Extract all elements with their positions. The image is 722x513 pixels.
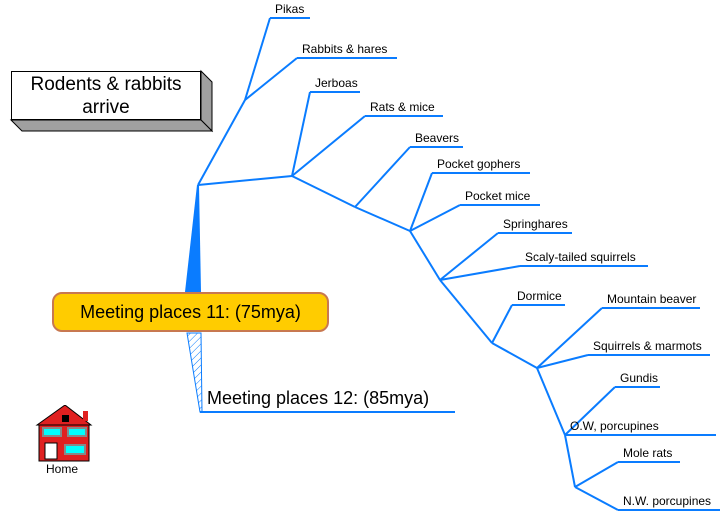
- home-label[interactable]: Home: [46, 462, 79, 476]
- branch-line: [409, 230, 441, 281]
- branch-label[interactable]: Pocket mice: [465, 189, 531, 203]
- branch-label[interactable]: Gundis: [620, 371, 659, 385]
- branch-label[interactable]: Dormice: [517, 289, 562, 303]
- branch-line: [291, 175, 356, 208]
- branch-label[interactable]: Beavers: [415, 131, 460, 145]
- branch-label[interactable]: Pocket gophers: [437, 157, 521, 171]
- branch-line: [574, 486, 619, 511]
- branch-label[interactable]: Jerboas: [315, 76, 358, 90]
- branch-label[interactable]: Mole rats: [623, 446, 673, 460]
- home-house-icon[interactable]: [35, 405, 95, 477]
- title-box[interactable]: Rodents & rabbits arrive: [11, 71, 201, 120]
- branch-line: [409, 204, 461, 232]
- branch-line: [536, 307, 603, 369]
- branch-line: [574, 461, 619, 488]
- branch-label[interactable]: N.W. porcupines: [623, 494, 712, 508]
- branch-line: [491, 342, 538, 369]
- branch-label[interactable]: Scaly-tailed squirrels: [525, 250, 636, 264]
- branch-label[interactable]: Mountain beaver: [607, 292, 697, 306]
- branch-label[interactable]: Rabbits & hares: [302, 42, 388, 56]
- branch-line: [564, 386, 616, 436]
- branch-line: [244, 57, 298, 101]
- branch-label[interactable]: O.W, porcupines: [570, 419, 659, 433]
- branch-line: [409, 172, 433, 232]
- branch-line: [354, 146, 411, 208]
- hatched-wedge: [186, 332, 203, 413]
- branch-line: [439, 232, 499, 281]
- branch-line: [536, 354, 589, 369]
- branch-line: [244, 17, 271, 101]
- title-line-1: Rodents & rabbits: [30, 74, 182, 95]
- branch-line: [197, 175, 293, 186]
- title-line-2: arrive: [82, 97, 130, 118]
- branch-label[interactable]: Squirrels & marmots: [593, 339, 702, 353]
- branch-label[interactable]: Rats & mice: [370, 100, 435, 114]
- branch-line: [291, 91, 311, 177]
- meeting-places-12-node[interactable]: Meeting places 12: (85mya): [207, 388, 430, 408]
- branch-line: [197, 99, 246, 186]
- branch-line: [291, 115, 366, 177]
- branch-line: [439, 279, 493, 344]
- meeting-places-11-node[interactable]: Meeting places 11: (75mya): [52, 292, 329, 332]
- branch-line: [491, 304, 513, 344]
- branch-label[interactable]: Pikas: [275, 2, 305, 16]
- branch-line: [439, 265, 521, 281]
- trunk-wedge: [185, 185, 201, 292]
- branch-label[interactable]: Springhares: [503, 217, 568, 231]
- branch-line: [536, 367, 566, 436]
- branch-line: [354, 206, 411, 232]
- branch-line: [564, 434, 576, 488]
